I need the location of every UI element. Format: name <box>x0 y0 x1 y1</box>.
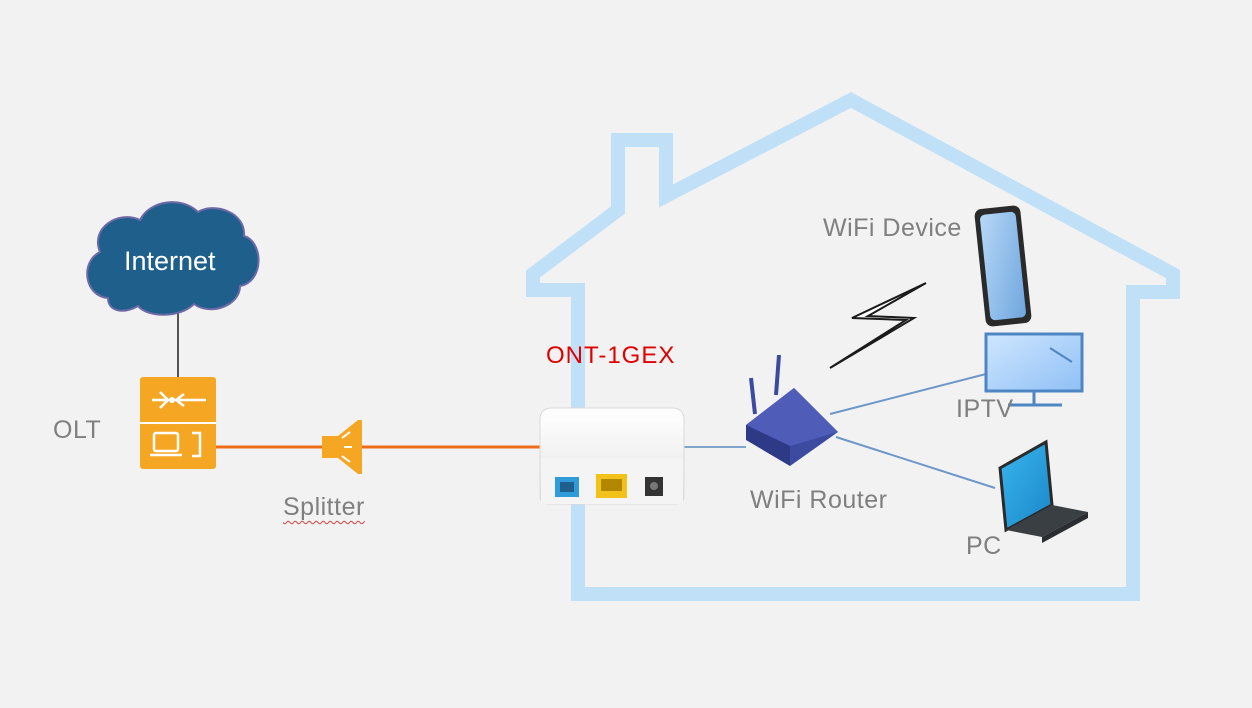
iptv-label: IPTV <box>956 395 1014 423</box>
olt-label: OLT <box>53 416 102 444</box>
splitter-label: Splitter <box>283 493 365 521</box>
link-router-pc <box>835 436 996 489</box>
laptop-icon <box>998 439 1088 543</box>
router-label: WiFi Router <box>750 486 888 514</box>
internet-label: Internet <box>124 246 216 276</box>
wifi-device-label: WiFi Device <box>823 214 962 242</box>
pc-label: PC <box>966 532 1002 560</box>
lightning-bolt-icon <box>829 282 927 369</box>
splitter-icon <box>322 420 362 474</box>
link-router-iptv <box>829 373 987 415</box>
olt-icon <box>140 377 216 469</box>
cloud-icon <box>86 201 260 316</box>
ont-label: ONT-1GEX <box>546 342 676 369</box>
smartphone-icon <box>974 205 1032 327</box>
tv-monitor-icon <box>984 332 1084 407</box>
ont-device-icon <box>539 407 685 505</box>
router-icon <box>746 354 838 466</box>
house-outline-icon <box>526 92 1180 601</box>
